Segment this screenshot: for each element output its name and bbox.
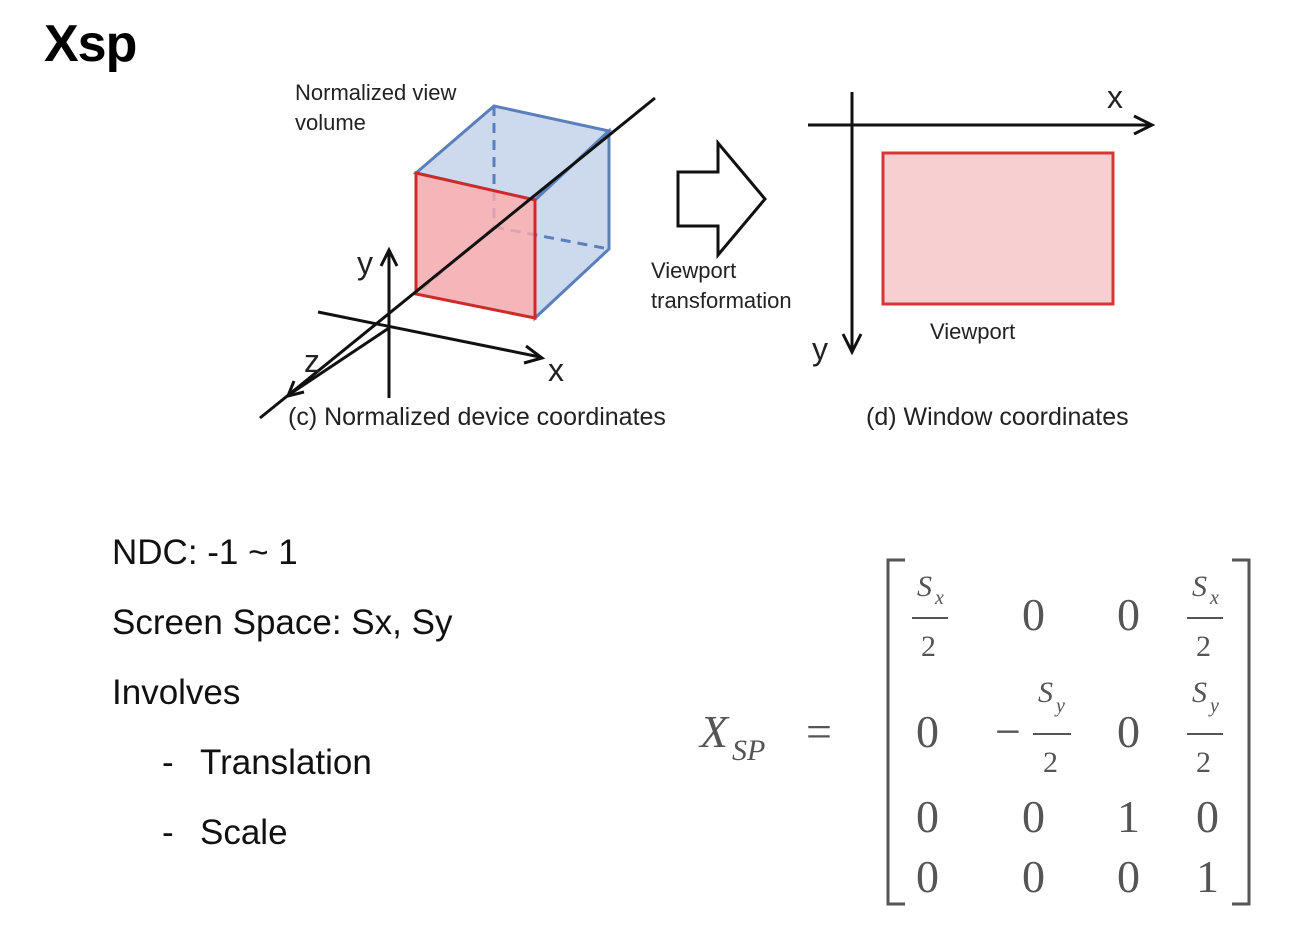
cell-zero: 0 (1117, 851, 1140, 902)
ndc-y-label: y (357, 245, 373, 281)
window-y-label: y (812, 331, 828, 367)
cell-zero: 0 (916, 706, 939, 757)
bullet-dash: - (162, 743, 174, 782)
cell-two: 2 (921, 630, 936, 663)
volume-label-line2: volume (295, 110, 366, 135)
xsp-formula: X SP = S x 2 0 0 S x 2 0 − S y 2 0 S y 2… (698, 558, 1251, 906)
list-item: -Scale (112, 812, 452, 882)
cell-two: 2 (1196, 746, 1211, 779)
ndc-x-label: x (548, 352, 564, 388)
list-item: -Translation (112, 742, 452, 812)
page-title: Xsp (44, 15, 137, 73)
cell-two: 2 (1043, 746, 1058, 779)
volume-label-line1: Normalized view (295, 80, 456, 105)
notes-list: NDC: -1 ~ 1 Screen Space: Sx, Sy Involve… (112, 532, 452, 882)
cell-one: 1 (1117, 791, 1140, 842)
hollow-arrow-icon (676, 138, 767, 260)
formula-equals: = (806, 706, 832, 757)
involves-text: Involves (112, 673, 241, 712)
cell-sy: S (1192, 676, 1207, 709)
cell-sx-sub: x (934, 587, 944, 609)
arrow-label-line2: transformation (651, 288, 792, 313)
transform-arrow: Viewport transformation (651, 138, 792, 313)
screen-space-text: Screen Space: Sx, Sy (112, 603, 453, 642)
ndc-range-text: NDC: -1 ~ 1 (112, 533, 298, 572)
cell-zero: 0 (916, 851, 939, 902)
ndc-panel: Normalized view volume y z x (c) Normali… (259, 80, 666, 431)
ndc-z-axis (289, 326, 390, 396)
cell-sx: S (1192, 570, 1207, 603)
cube-front-face (414, 171, 537, 320)
cell-sy-sub: y (1208, 695, 1219, 717)
window-caption: (d) Window coordinates (866, 403, 1129, 431)
viewport-rect (881, 151, 1115, 306)
bullet-dash: - (162, 813, 174, 852)
ndc-x-axis (317, 310, 541, 359)
cell-zero: 0 (1117, 589, 1140, 640)
cell-one: 1 (1196, 851, 1219, 902)
window-x-label: x (1107, 79, 1123, 115)
cell-zero: 0 (1022, 589, 1045, 640)
cell-sy-sub: y (1054, 695, 1065, 717)
scale-text: Scale (200, 813, 288, 852)
viewport-diagram: Normalized view volume y z x (c) Normali… (259, 79, 1156, 431)
formula-lhs-sub: SP (732, 734, 765, 767)
cell-sx-sub: x (1209, 587, 1219, 609)
cell-sy: S (1038, 676, 1053, 709)
cell-zero: 0 (1022, 851, 1045, 902)
window-panel: x y Viewport (d) Window coordinates (808, 79, 1156, 431)
arrow-label-line1: Viewport (651, 258, 736, 283)
ndc-caption: (c) Normalized device coordinates (288, 403, 666, 431)
viewport-label: Viewport (930, 319, 1015, 344)
translation-text: Translation (200, 743, 372, 782)
cell-two: 2 (1196, 630, 1211, 663)
left-bracket (886, 558, 905, 906)
cell-zero: 0 (1022, 791, 1045, 842)
ndc-z-label: z (304, 343, 320, 379)
formula-lhs-main: X (698, 706, 730, 757)
cell-zero: 0 (1196, 791, 1219, 842)
right-bracket (1232, 558, 1251, 906)
cell-zero: 0 (1117, 706, 1140, 757)
cell-zero: 0 (916, 791, 939, 842)
cell-minus: − (995, 706, 1021, 757)
cell-sx: S (917, 570, 932, 603)
